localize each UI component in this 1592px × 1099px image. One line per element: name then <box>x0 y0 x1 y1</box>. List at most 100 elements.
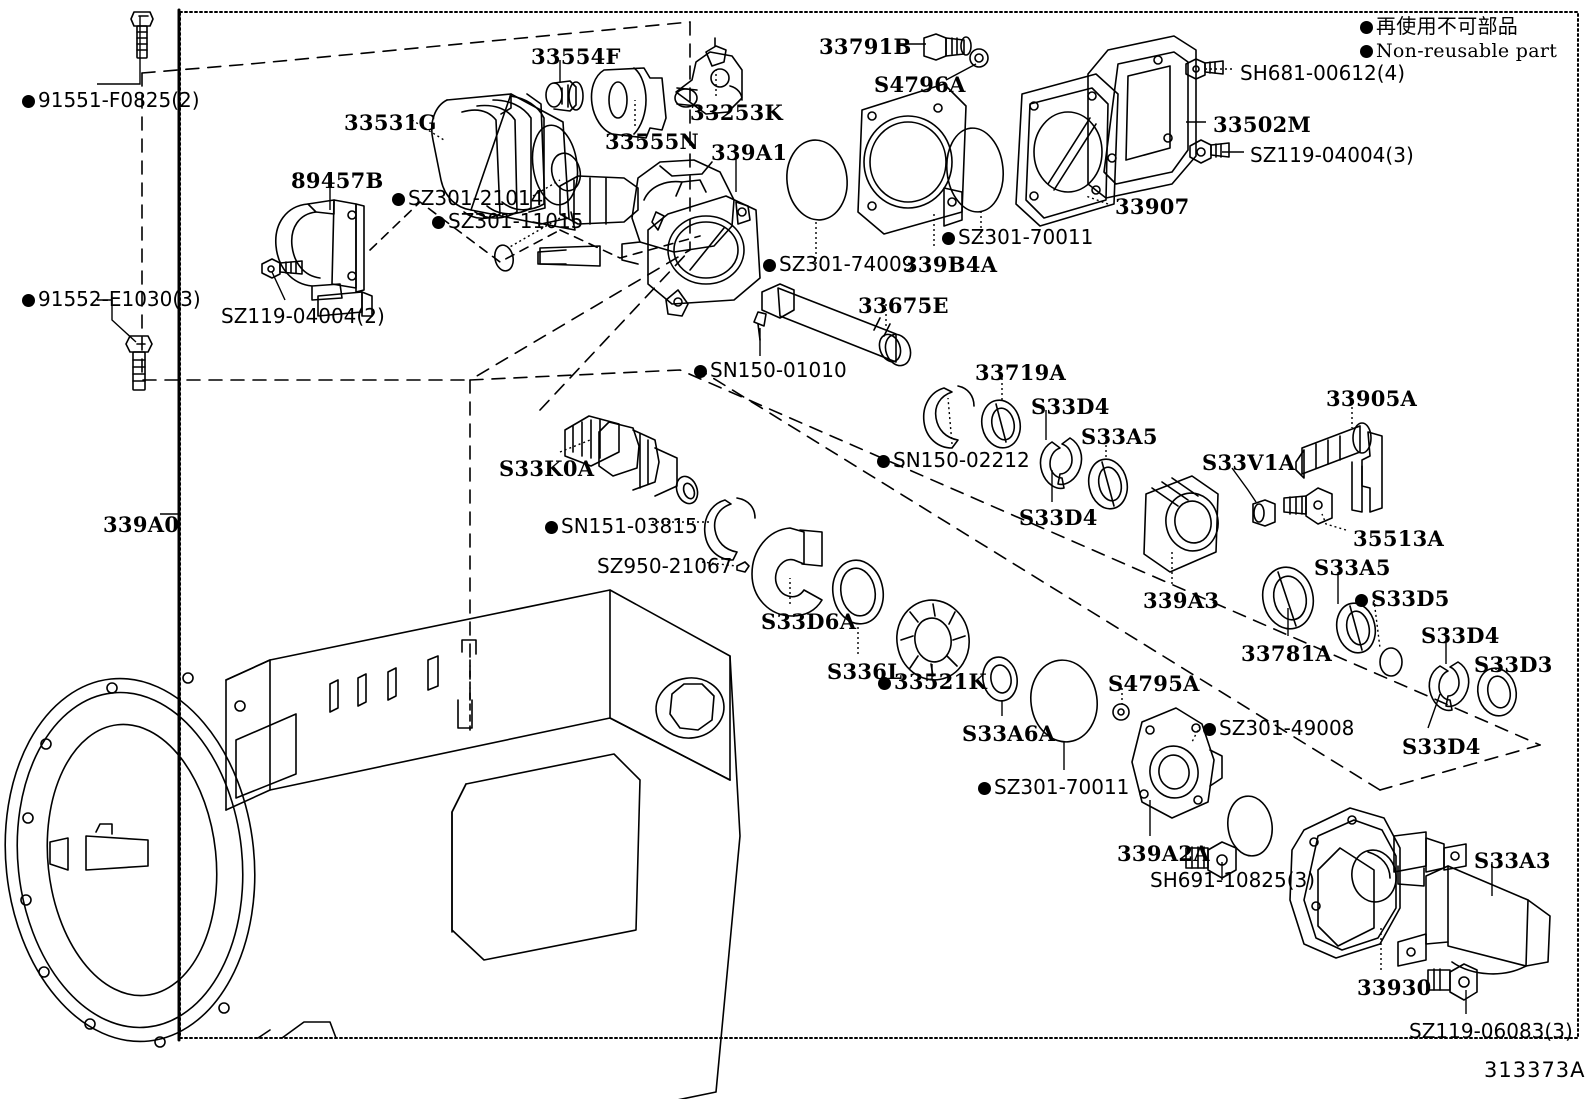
non-reusable-dot-icon <box>432 216 445 229</box>
part-label-text: 33675E <box>858 293 949 318</box>
part-label-33554f: 33554F <box>531 46 621 67</box>
part-label-text: S4795A <box>1108 671 1200 696</box>
part-label-text: 35513A <box>1353 526 1445 551</box>
part-label-sz119040043: SZ119-04004(3) <box>1250 145 1414 165</box>
part-label-sz95021067: SZ950-21067 <box>597 556 732 576</box>
part-label-text: 91552-E1030(3) <box>38 287 201 311</box>
part-label-text: SZ301-70011 <box>994 775 1130 799</box>
part-label-33791b: 33791B <box>819 36 912 57</box>
part-label-text: 33531G <box>344 110 437 135</box>
part-label-s33a5: S33A5 <box>1081 426 1158 447</box>
part-label-text: 33719A <box>975 360 1067 385</box>
part-label-text: SZ301-21014 <box>408 186 544 210</box>
part-label-text: 33521K <box>894 669 988 694</box>
part-label-91552e10303: 91552-E1030(3) <box>22 289 201 309</box>
part-label-text: S33A5 <box>1081 424 1158 449</box>
part-label-s33a6a: S33A6A <box>962 723 1055 744</box>
part-label-33930: 33930 <box>1357 977 1432 998</box>
part-label-sz30170011: SZ301-70011 <box>942 227 1093 247</box>
filled-dot-icon <box>1360 45 1373 58</box>
part-label-text: S33D4 <box>1031 394 1110 419</box>
part-label-text: SH681-00612(4) <box>1240 61 1406 85</box>
filled-dot-icon <box>1360 21 1373 34</box>
part-label-text: S33D5 <box>1371 586 1450 611</box>
part-label-s33d4: S33D4 <box>1031 396 1110 417</box>
non-reusable-dot-icon <box>978 782 991 795</box>
part-label-35513a: 35513A <box>1353 528 1444 549</box>
non-reusable-dot-icon <box>694 365 707 378</box>
part-label-339b4a: 339B4A <box>903 254 997 275</box>
non-reusable-dot-icon <box>1355 594 1368 607</box>
non-reusable-dot-icon <box>545 521 558 534</box>
non-reusable-dot-icon <box>1203 723 1216 736</box>
part-label-text: 33905A <box>1326 386 1418 411</box>
part-label-s336l: S336L <box>827 661 902 682</box>
part-label-89457b: 89457B <box>291 170 384 191</box>
part-label-sh681006124: SH681-00612(4) <box>1240 63 1405 83</box>
part-label-33719a: 33719A <box>975 362 1066 383</box>
diagram-id: 313373A <box>1484 1058 1586 1082</box>
part-label-sn15001010: SN150-01010 <box>694 360 847 380</box>
part-label-text: 33791B <box>819 34 912 59</box>
part-label-s33d4: S33D4 <box>1402 736 1481 757</box>
part-label-s4795a: S4795A <box>1108 673 1200 694</box>
part-label-s33k0a: S33K0A <box>499 458 594 479</box>
part-label-text: 339A2A <box>1117 841 1210 866</box>
part-label-339a0: 339A0 <box>103 514 179 535</box>
part-label-text: SZ119-06083(3) <box>1409 1019 1573 1043</box>
part-label-text: S336L <box>827 659 903 684</box>
part-label-text: 339A1 <box>711 140 788 165</box>
part-label-sz30121014: SZ301-21014 <box>392 188 543 208</box>
part-label-text: SZ950-21067 <box>597 554 733 578</box>
part-label-text: SZ119-04004(2) <box>221 304 385 328</box>
non-reusable-dot-icon <box>942 232 955 245</box>
part-label-text: 33930 <box>1357 975 1432 1000</box>
part-label-s33d6a: S33D6A <box>761 611 856 632</box>
part-label-339a1: 339A1 <box>711 142 787 163</box>
part-label-33531g: 33531G <box>344 112 437 133</box>
part-label-sz119040042: SZ119-04004(2) <box>221 306 385 326</box>
part-label-text: S33D6A <box>761 609 857 634</box>
part-label-text: SZ301-49008 <box>1219 716 1355 740</box>
part-label-33521k: 33521K <box>878 671 987 692</box>
non-reusable-dot-icon <box>22 294 35 307</box>
part-label-339a3: 339A3 <box>1143 590 1219 611</box>
part-label-text: 33555N <box>605 129 700 154</box>
part-label-s33a3: S33A3 <box>1474 850 1551 871</box>
non-reusable-dot-icon <box>392 193 405 206</box>
part-label-sh691108253: SH691-10825(3) <box>1150 870 1315 890</box>
part-label-text: 339A0 <box>103 512 180 537</box>
part-label-sz30111015: SZ301-11015 <box>432 211 583 231</box>
part-label-text: SZ301-74009 <box>779 252 915 276</box>
part-label-text: SZ301-11015 <box>448 209 584 233</box>
part-label-33907: 33907 <box>1115 196 1190 217</box>
part-label-sn15103815: SN151-03815 <box>545 516 698 536</box>
part-label-s33d3: S33D3 <box>1474 654 1553 675</box>
part-label-text: SZ301-70011 <box>958 225 1094 249</box>
part-label-text: S33D4 <box>1421 623 1500 648</box>
part-label-s33d4: S33D4 <box>1019 507 1098 528</box>
part-label-33555n: 33555N <box>605 131 699 152</box>
part-label-339a2a: 339A2A <box>1117 843 1210 864</box>
part-label-text: 33253K <box>690 100 784 125</box>
part-label-s4796a: S4796A <box>874 74 966 95</box>
part-label-s33a5: S33A5 <box>1314 557 1391 578</box>
non-reusable-dot-icon <box>877 455 890 468</box>
part-label-text: SN150-02212 <box>893 448 1030 472</box>
part-label-33675e: 33675E <box>858 295 949 316</box>
part-label-text: 33554F <box>531 44 621 69</box>
part-label-s33d4: S33D4 <box>1421 625 1500 646</box>
part-label-sz30149008: SZ301-49008 <box>1203 718 1354 738</box>
part-label-sn15002212: SN150-02212 <box>877 450 1030 470</box>
part-label-text: S33D3 <box>1474 652 1553 677</box>
part-label-33781a: 33781A <box>1241 643 1332 664</box>
part-label-text: SN150-01010 <box>710 358 847 382</box>
part-label-text: 91551-F0825(2) <box>38 88 200 112</box>
legend-english: Non-reusable part <box>1360 42 1557 61</box>
part-label-text: SH691-10825(3) <box>1150 868 1316 892</box>
part-label-text: 33502M <box>1213 112 1312 137</box>
legend-japanese: 再使用不可部品 <box>1360 16 1518 36</box>
part-label-text: 33781A <box>1241 641 1333 666</box>
part-label-text: S33A3 <box>1474 848 1551 873</box>
